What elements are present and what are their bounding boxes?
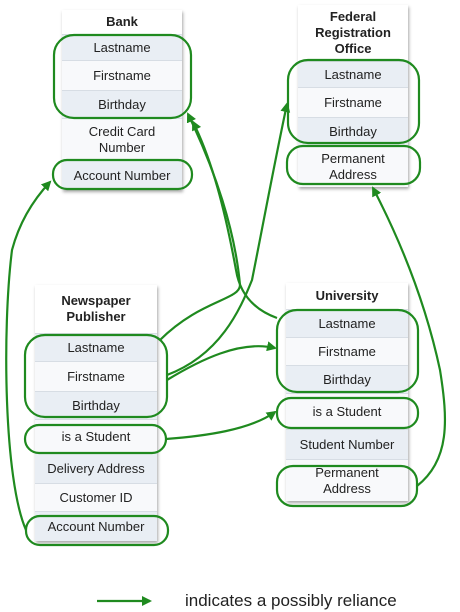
newspaper-field-customer-id: Customer ID <box>35 483 157 511</box>
fro-field-birthday: Birthday <box>298 117 408 145</box>
arrow-newspaper-to-bank-account <box>5 180 52 531</box>
newspaper-field-birthday: Birthday <box>35 391 157 419</box>
bank-field-firstname: Firstname <box>62 60 182 90</box>
arrow-newspaper-to-fro-identity <box>166 102 291 377</box>
university-field-firstname: Firstname <box>286 337 408 365</box>
bank-field-birthday: Birthday <box>62 90 182 118</box>
fro-field-firstname: Firstname <box>298 87 408 117</box>
arrow-newspaper-student-to-university-student <box>165 410 277 441</box>
fro-field-lastname: Lastname <box>298 61 408 87</box>
newspaper-field-delivery-address: Delivery Address <box>35 453 157 483</box>
fro-permanent-address-outline <box>285 144 422 186</box>
newspaper-title: Newspaper Publisher <box>61 293 131 324</box>
university-permanent-address-outline <box>275 464 419 508</box>
fro-identity-group-outline <box>286 58 421 145</box>
newspaper-identity-group-outline <box>23 333 169 419</box>
bank-field-account-number: Account Number <box>62 160 182 190</box>
university-identity-group-outline <box>275 308 420 394</box>
bank-title: Bank <box>106 14 138 29</box>
fro-entity: Federal Registration Office Lastname Fir… <box>298 5 408 187</box>
bank-account-number-outline <box>51 158 194 191</box>
arrow-university-address-to-fro-address <box>372 186 447 487</box>
university-is-a-student-outline <box>275 396 420 430</box>
newspaper-account-number-outline <box>24 514 170 547</box>
arrow-university-to-bank-identity <box>192 120 278 320</box>
arrow-newspaper-identity-to-university-identity <box>166 341 277 381</box>
university-title: University <box>315 288 379 303</box>
fro-field-permanent-address: Permanent Address <box>298 145 408 187</box>
fro-title: Federal Registration Office <box>315 9 391 56</box>
university-field-birthday: Birthday <box>286 365 408 393</box>
bank-field-lastname: Lastname <box>62 34 182 60</box>
newspaper-is-a-student-outline <box>23 423 168 455</box>
newspaper-field-firstname: Firstname <box>35 361 157 391</box>
newspaper-field-lastname: Lastname <box>35 333 157 361</box>
university-field-student-number: Student Number <box>286 429 408 459</box>
bank-identity-group-outline <box>52 33 193 120</box>
legend-text: indicates a possibly reliance <box>185 591 397 610</box>
newspaper-entity: Newspaper Publisher Lastname Firstname B… <box>35 285 157 541</box>
